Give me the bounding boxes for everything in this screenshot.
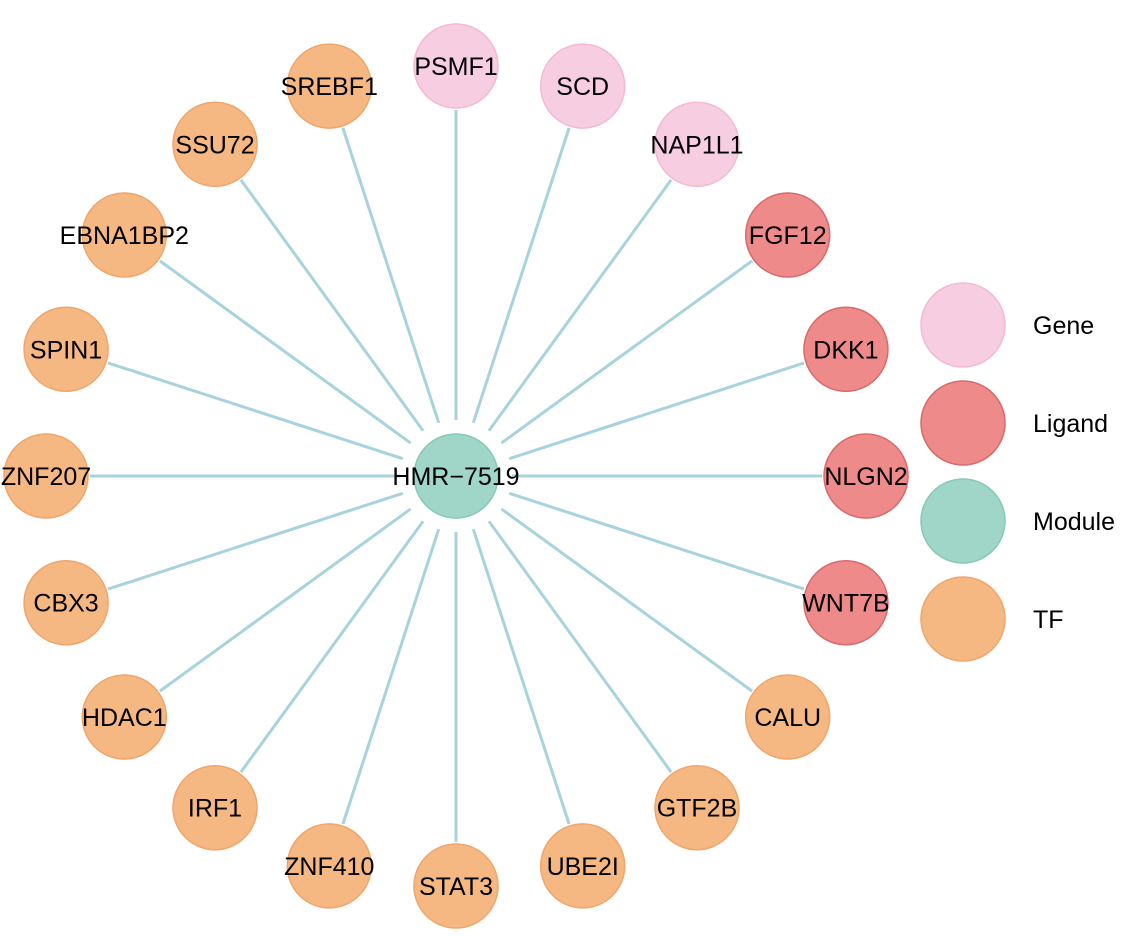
node-label: EBNA1BP2 bbox=[60, 222, 189, 250]
node-circle bbox=[23, 306, 109, 393]
edge-dkk1 bbox=[508, 361, 805, 461]
node-label: SCD bbox=[556, 73, 609, 101]
node-circle bbox=[172, 764, 258, 851]
node-circle bbox=[744, 192, 831, 278]
node-label: NLGN2 bbox=[824, 463, 907, 491]
node-label: UBE2I bbox=[547, 853, 619, 881]
legend-item-module: Module bbox=[920, 478, 1115, 564]
edge-cbx3 bbox=[107, 491, 404, 591]
node-circle bbox=[803, 559, 889, 646]
node-circle bbox=[3, 433, 89, 519]
node-label: ZNF410 bbox=[284, 853, 374, 881]
node-cbx3[interactable]: CBX3 bbox=[23, 559, 109, 646]
legend-label: TF bbox=[1033, 606, 1064, 634]
node-label: SREBF1 bbox=[281, 73, 378, 101]
node-circle bbox=[744, 674, 831, 760]
node-circle bbox=[823, 433, 909, 519]
legend-swatch bbox=[920, 576, 1006, 662]
node-circle bbox=[286, 823, 373, 909]
node-ssu72[interactable]: SSU72 bbox=[172, 101, 258, 188]
node-label: DKK1 bbox=[813, 336, 878, 364]
node-nlgn2[interactable]: NLGN2 bbox=[823, 433, 909, 519]
node-znf410[interactable]: ZNF410 bbox=[284, 823, 374, 909]
legend-label: Gene bbox=[1033, 312, 1094, 340]
legend-item-ligand: Ligand bbox=[920, 380, 1108, 466]
node-wnt7b[interactable]: WNT7B bbox=[802, 559, 890, 646]
edge-wnt7b bbox=[508, 491, 805, 591]
legend-label: Ligand bbox=[1033, 410, 1108, 438]
node-label: ZNF207 bbox=[1, 463, 91, 491]
edge-znf410 bbox=[341, 528, 441, 825]
legend-label: Module bbox=[1033, 508, 1115, 536]
node-circle bbox=[654, 764, 740, 851]
node-label: PSMF1 bbox=[414, 53, 497, 81]
node-circle bbox=[654, 101, 740, 188]
legend-item-tf: TF bbox=[920, 576, 1064, 662]
node-label: SSU72 bbox=[175, 131, 254, 159]
node-label: GTF2B bbox=[657, 795, 738, 823]
node-gtf2b[interactable]: GTF2B bbox=[654, 764, 740, 851]
center-node-group: HMR−7519 bbox=[392, 433, 520, 519]
node-circle bbox=[539, 43, 626, 129]
node-circle bbox=[81, 192, 168, 278]
node-circle bbox=[23, 559, 109, 646]
node-label: NAP1L1 bbox=[650, 131, 743, 159]
node-srebf1[interactable]: SREBF1 bbox=[281, 43, 378, 129]
edge-gtf2b bbox=[487, 520, 673, 773]
edge-ebna1bp2 bbox=[159, 259, 412, 445]
edge-ssu72 bbox=[239, 179, 425, 432]
node-dkk1[interactable]: DKK1 bbox=[803, 306, 889, 393]
node-circle bbox=[81, 674, 168, 760]
legend-swatch bbox=[920, 282, 1006, 368]
node-spin1[interactable]: SPIN1 bbox=[23, 306, 109, 393]
node-label: SPIN1 bbox=[30, 336, 102, 364]
node-ube2i[interactable]: UBE2I bbox=[539, 823, 626, 909]
edge-hdac1 bbox=[159, 507, 412, 693]
node-irf1[interactable]: IRF1 bbox=[172, 764, 258, 851]
legend-swatch bbox=[920, 380, 1006, 466]
node-circle bbox=[172, 101, 258, 188]
node-fgf12[interactable]: FGF12 bbox=[744, 192, 831, 278]
node-label: FGF12 bbox=[749, 222, 827, 250]
node-label: CBX3 bbox=[33, 590, 98, 618]
node-scd[interactable]: SCD bbox=[539, 43, 626, 129]
node-hdac1[interactable]: HDAC1 bbox=[81, 674, 168, 760]
node-znf207[interactable]: ZNF207 bbox=[1, 433, 91, 519]
edge-fgf12 bbox=[500, 259, 753, 445]
node-label: CALU bbox=[754, 704, 821, 732]
legend-swatch bbox=[920, 478, 1006, 564]
edge-calu bbox=[500, 507, 753, 693]
center-node-label: HMR−7519 bbox=[392, 463, 519, 491]
node-nap1l1[interactable]: NAP1L1 bbox=[650, 101, 744, 188]
node-circle bbox=[286, 43, 373, 129]
edge-spin1 bbox=[107, 361, 404, 461]
node-label: WNT7B bbox=[802, 590, 890, 618]
edge-nap1l1 bbox=[487, 179, 673, 432]
node-ebna1bp2[interactable]: EBNA1BP2 bbox=[60, 192, 189, 278]
edges-layer bbox=[90, 110, 822, 842]
node-circle bbox=[803, 306, 889, 393]
edge-scd bbox=[471, 127, 571, 424]
node-circle bbox=[413, 843, 499, 929]
node-circle bbox=[539, 823, 626, 909]
legend-item-gene: Gene bbox=[920, 282, 1094, 368]
node-psmf1[interactable]: PSMF1 bbox=[413, 23, 499, 109]
edge-ube2i bbox=[471, 528, 571, 825]
edge-srebf1 bbox=[341, 127, 441, 424]
edge-irf1 bbox=[239, 520, 425, 773]
node-circle bbox=[413, 23, 499, 109]
node-label: IRF1 bbox=[188, 795, 242, 823]
node-stat3[interactable]: STAT3 bbox=[413, 843, 499, 929]
center-node-circle[interactable] bbox=[413, 433, 499, 519]
node-label: STAT3 bbox=[419, 873, 493, 901]
node-calu[interactable]: CALU bbox=[744, 674, 831, 760]
node-label: HDAC1 bbox=[82, 704, 167, 732]
